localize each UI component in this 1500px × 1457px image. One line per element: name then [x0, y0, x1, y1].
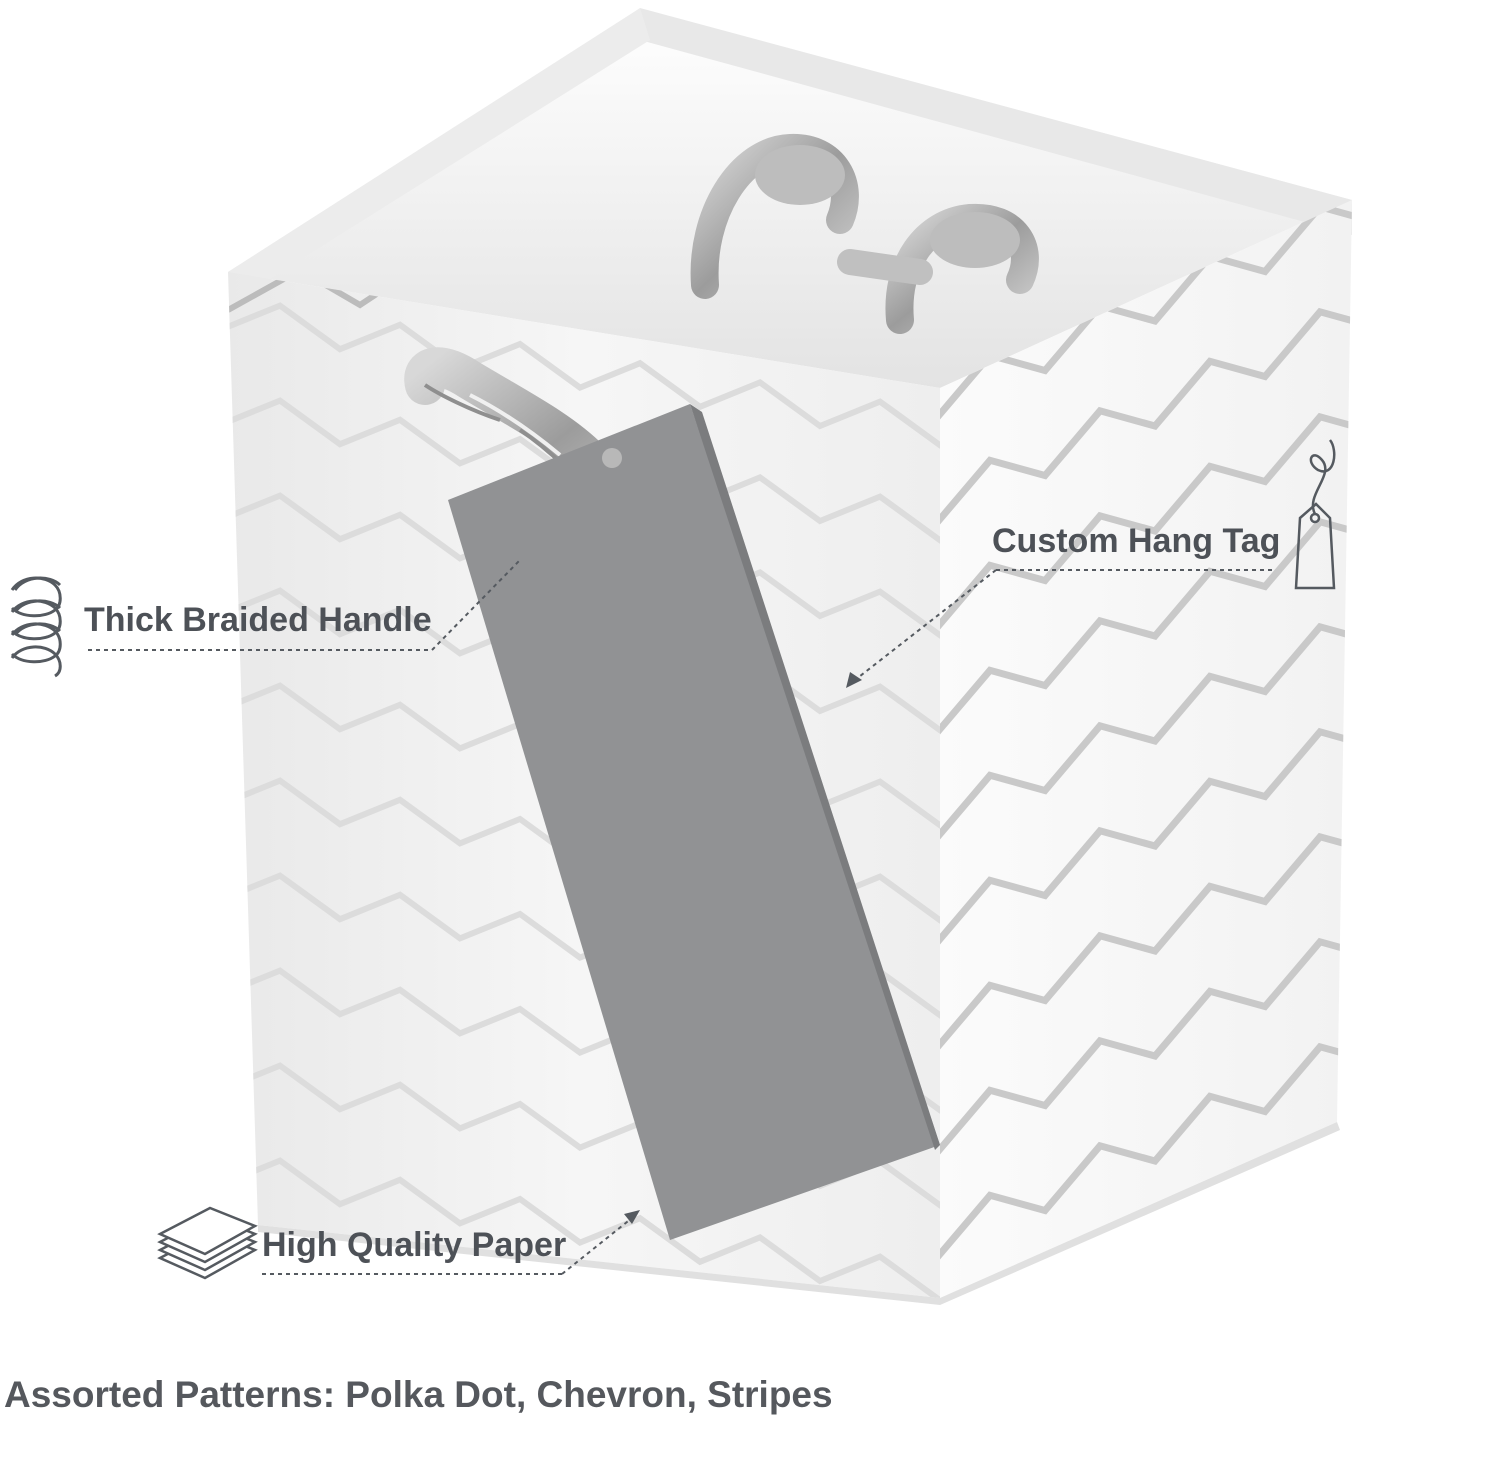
- handle-pointer: [88, 559, 521, 651]
- chevron-stripe: [940, 365, 1352, 633]
- tag-pointer: [854, 569, 1272, 681]
- back-handles: [690, 134, 1039, 334]
- paper-arrowhead: [624, 1210, 640, 1224]
- hang-tag-icon: [1294, 439, 1336, 590]
- callout-label-paper: High Quality Paper: [262, 1226, 567, 1264]
- paper-stack-icon: [157, 1206, 258, 1280]
- callout-label-hang-tag: Custom Hang Tag: [992, 522, 1281, 560]
- hang-tag: [448, 404, 940, 1240]
- footer-caption: Assorted Patterns: Polka Dot, Chevron, S…: [4, 1374, 833, 1415]
- chevron-stripe: [228, 1157, 940, 1298]
- bag-bottom-shadow: [258, 1122, 1340, 1305]
- tag-arrowhead: [846, 672, 862, 688]
- chevron-stripe: [940, 260, 1352, 528]
- paper-pointer: [262, 1217, 633, 1275]
- braid-icon: [10, 576, 62, 678]
- chevron-stripe: [940, 200, 1352, 423]
- callout-label-handle: Thick Braided Handle: [84, 601, 432, 639]
- chevron-stripe: [228, 302, 940, 467]
